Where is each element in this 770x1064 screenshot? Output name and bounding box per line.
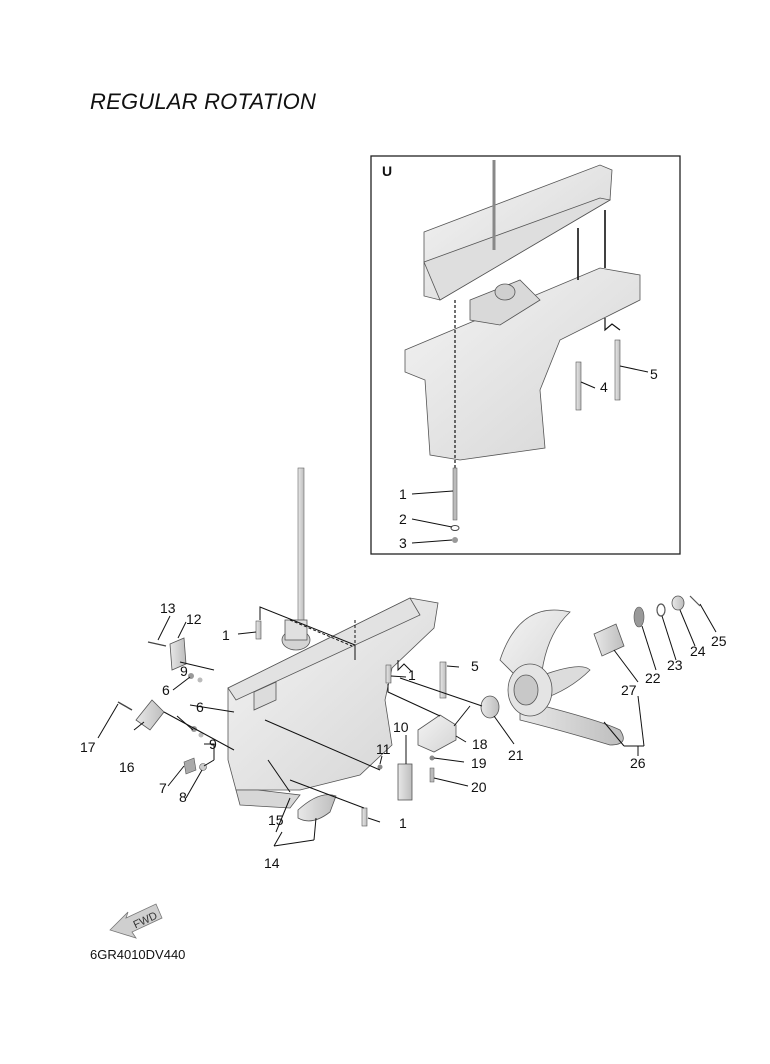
callout-6b: 6 (196, 699, 204, 715)
bolt-5 (439, 661, 447, 699)
callout-19: 19 (471, 755, 487, 771)
main-assembly: 1 1 1 5 6 6 7 8 9 9 10 11 12 13 14 15 16… (80, 467, 727, 871)
callout-15: 15 (268, 812, 284, 828)
inset-nut-3 (452, 537, 458, 543)
inset-callout-5: 5 (650, 366, 658, 382)
connector-lines (163, 606, 483, 809)
inset-upper-casing (423, 164, 613, 301)
callout-14: 14 (264, 855, 280, 871)
inset-bolt-5 (614, 339, 621, 401)
inset-callout-4: 4 (600, 379, 608, 395)
anode-10 (397, 763, 413, 801)
inset-callout-2: 2 (399, 511, 407, 527)
callout-12: 12 (186, 611, 202, 627)
inset-callout-1: 1 (399, 486, 407, 502)
inset-stud-1 (452, 467, 458, 521)
part-7 (183, 757, 197, 775)
bolt-1b (385, 664, 392, 684)
bracket-18 (417, 714, 457, 753)
inset-callout-3: 3 (399, 535, 407, 551)
callout-8: 8 (179, 789, 187, 805)
inset-bolt-4 (575, 361, 582, 411)
callout-9a: 9 (180, 663, 188, 679)
callout-9b: 9 (209, 736, 217, 752)
cap-14 (297, 794, 337, 822)
forward-arrow-icon: FWD (109, 903, 163, 939)
bolt-1c (361, 807, 368, 827)
inset-lower-casing (404, 267, 641, 461)
part-9b (198, 732, 204, 738)
callout-10: 10 (393, 719, 409, 735)
callout-6a: 6 (162, 682, 170, 698)
inset-letter: U (382, 163, 392, 179)
callout-leaders (97, 603, 717, 847)
callout-1-upper: 1 (222, 627, 230, 643)
propeller-26 (499, 609, 624, 746)
callout-25: 25 (711, 633, 727, 649)
callout-1-mid: 1 (408, 667, 416, 683)
inset-washer-2 (450, 525, 460, 531)
pin-25 (689, 595, 701, 607)
callout-1-lower: 1 (399, 815, 407, 831)
callout-11: 11 (376, 741, 391, 757)
part-11 (377, 764, 383, 770)
part-20 (429, 767, 435, 783)
callout-20: 20 (471, 779, 487, 795)
lower-casing (227, 597, 439, 809)
callout-27: 27 (621, 682, 637, 698)
callout-17: 17 (80, 739, 96, 755)
thrust-washer-21 (480, 695, 500, 719)
document-code: 6GR4010DV440 (90, 947, 186, 962)
callout-24: 24 (690, 643, 706, 659)
part-19 (429, 755, 435, 761)
spacer-27 (593, 623, 625, 657)
callout-13: 13 (160, 600, 176, 616)
callout-23: 23 (667, 657, 683, 673)
bolt-1a (255, 620, 262, 640)
callout-22: 22 (645, 670, 661, 686)
inset-frame: U 1 2 (370, 155, 681, 555)
callout-5: 5 (471, 658, 479, 674)
diagram-title: REGULAR ROTATION (90, 89, 317, 114)
callout-26: 26 (630, 755, 646, 771)
washer-22 (633, 606, 645, 628)
callout-18: 18 (472, 736, 488, 752)
washer-23 (656, 603, 666, 617)
callout-16: 16 (119, 759, 135, 775)
inset-leaders (411, 365, 649, 544)
callout-21: 21 (508, 747, 524, 763)
part-9a (197, 677, 203, 683)
nut-24 (671, 595, 685, 611)
callout-7: 7 (159, 780, 167, 796)
